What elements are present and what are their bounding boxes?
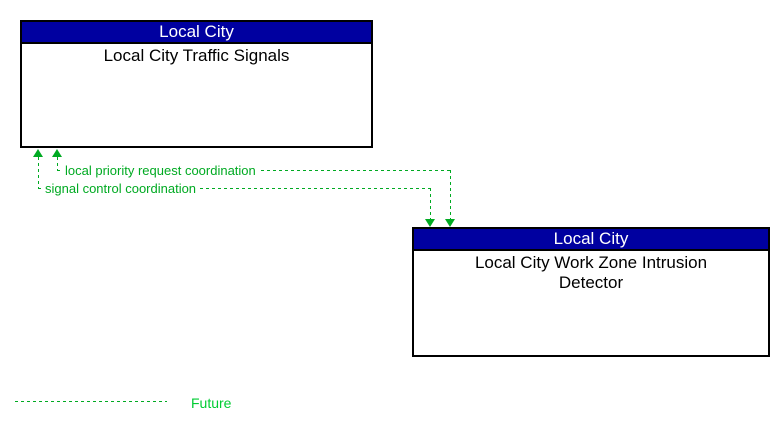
- element-owner-header: Local City: [414, 229, 768, 251]
- flow-label-signal-control-coordination[interactable]: signal control coordination: [42, 181, 200, 196]
- element-name: Local City Work Zone Intrusion Detector: [474, 253, 708, 292]
- flow-arrowhead-down-priority: [445, 219, 455, 227]
- element-owner-header: Local City: [22, 22, 371, 44]
- legend-future-label: Future: [191, 395, 232, 411]
- element-box-work-zone-intrusion-detector[interactable]: Local City Local City Work Zone Intrusio…: [412, 227, 770, 357]
- flow-arrowhead-up-signal: [33, 149, 43, 157]
- flow-line-signal-left-vertical: [38, 157, 39, 189]
- flow-line-priority-left-vertical: [57, 157, 58, 171]
- flow-line-signal-right-vertical: [430, 188, 431, 219]
- element-box-traffic-signals[interactable]: Local City Local City Traffic Signals: [20, 20, 373, 148]
- flow-line-priority-right-vertical: [450, 170, 451, 219]
- flow-line-signal-horizontal: [38, 188, 431, 189]
- flow-arrowhead-down-signal: [425, 219, 435, 227]
- legend-dashed-line-sample: [15, 401, 167, 402]
- flow-arrowhead-up-priority: [52, 149, 62, 157]
- flow-label-local-priority-request-coordination[interactable]: local priority request coordination: [62, 163, 259, 178]
- element-name: Local City Traffic Signals: [103, 46, 290, 65]
